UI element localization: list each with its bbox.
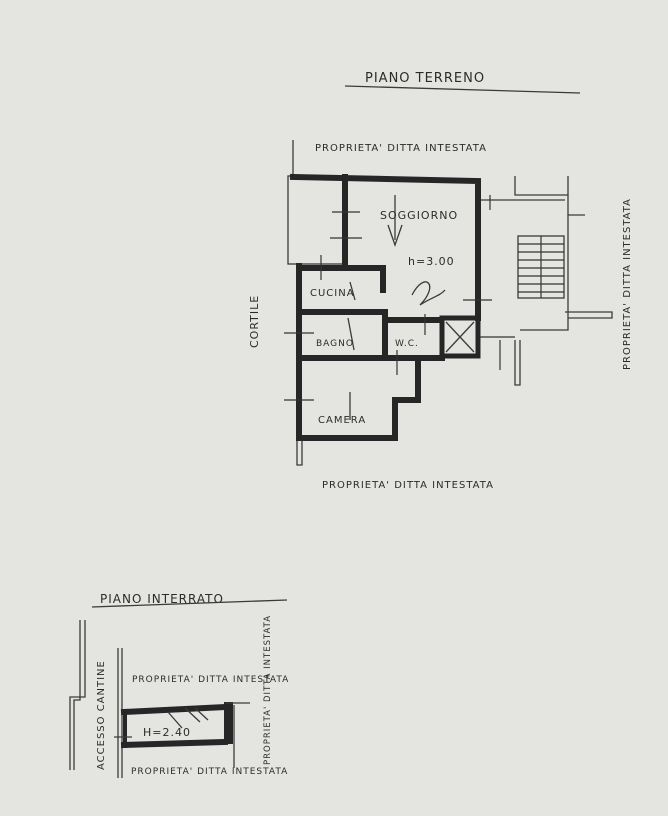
basement-title-underline bbox=[91, 599, 288, 608]
room-wc: W.C. bbox=[395, 339, 419, 349]
ground-floor-plan bbox=[284, 140, 613, 466]
room-bedroom: CAMERA bbox=[318, 415, 366, 426]
property-top-label: PROPRIETA' DITTA INTESTATA bbox=[315, 143, 487, 154]
room-bathroom: BAGNO bbox=[316, 339, 354, 349]
room-kitchen: CUCINA bbox=[310, 288, 355, 299]
basement-property-right-label: PROPRIETA' DITTA INTESTATA bbox=[263, 615, 273, 765]
room-living: SOGGIORNO bbox=[380, 209, 458, 222]
ground-floor-title: PIANO TERRENO bbox=[365, 71, 485, 86]
property-right-label: PROPRIETA' DITTA INTESTATA bbox=[622, 198, 633, 370]
basement-property-top-label: PROPRIETA' DITTA INTESTATA bbox=[132, 675, 289, 685]
title-underline bbox=[344, 85, 581, 94]
basement-plan bbox=[69, 620, 250, 778]
basement-access-label: ACCESSO CANTINE bbox=[96, 660, 107, 770]
basement-height: H=2.40 bbox=[143, 726, 191, 739]
property-bottom-label: PROPRIETA' DITTA INTESTATA bbox=[322, 480, 494, 491]
basement-title: PIANO INTERRATO bbox=[100, 592, 224, 606]
courtyard-label: CORTILE bbox=[248, 295, 261, 348]
basement-property-bottom-label: PROPRIETA' DITTA INTESTATA bbox=[131, 767, 288, 777]
room-height: h=3.00 bbox=[408, 255, 455, 268]
